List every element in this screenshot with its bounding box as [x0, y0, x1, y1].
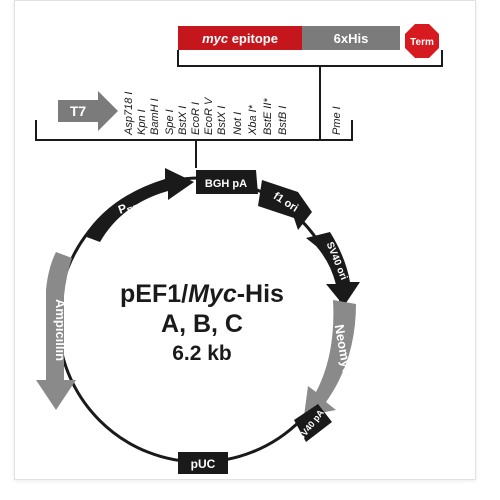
- sv40-pa-box: [294, 404, 332, 442]
- pef1a-promoter-arrow: [84, 168, 194, 242]
- t7-promoter-arrow: [58, 91, 118, 131]
- restriction-site-label: BamH I: [149, 98, 161, 135]
- restriction-site-label: Not I: [232, 112, 244, 135]
- his-tag-box: [302, 26, 400, 50]
- myc-epitope-box: [178, 26, 302, 50]
- restriction-site-label: EcoR V: [203, 96, 215, 135]
- mcs-bracket: [35, 120, 353, 141]
- restriction-site-label: BstX I: [216, 106, 228, 135]
- f1-ori-arrow: [258, 180, 312, 230]
- restriction-site-label: BstE II*: [262, 98, 274, 135]
- restriction-site-label: Xba I*: [247, 104, 259, 136]
- restriction-site-label: Kpn I: [136, 109, 148, 135]
- neomycin-arrow: [304, 300, 356, 416]
- restriction-site-label: BstX I: [177, 106, 189, 135]
- plasmid-size: 6.2 kb: [172, 342, 232, 365]
- plasmid-variants: A, B, C: [161, 310, 243, 338]
- restriction-site-label: BstB I: [277, 106, 289, 135]
- restriction-site-label: EcoR I: [190, 102, 202, 135]
- plasmid-name: pEF1/Myc-His: [120, 280, 284, 308]
- myc-epitope-label: myc epitope: [202, 31, 278, 46]
- puc-box: [178, 452, 228, 474]
- epitope-bracket: [177, 50, 443, 67]
- his-tag-label: 6xHis: [334, 31, 369, 46]
- bgh-pa-label: BGH pA: [205, 178, 247, 190]
- t7-label: T7: [70, 103, 87, 119]
- term-label: Term: [410, 37, 434, 48]
- restriction-site-label: Pme I: [331, 106, 343, 135]
- term-stop-icon: [405, 24, 439, 58]
- figure-frame: [14, 0, 476, 480]
- restriction-site-label: Asp718 I: [123, 92, 135, 136]
- sv40-ori-arrow: [306, 232, 360, 306]
- ampicillin-arrow: [36, 252, 76, 410]
- restriction-site-label: Spe I: [164, 109, 176, 135]
- puc-label: pUC: [191, 457, 216, 471]
- ampicillin-label: Ampicillin: [53, 299, 68, 361]
- bgh-pa-box: [196, 170, 258, 194]
